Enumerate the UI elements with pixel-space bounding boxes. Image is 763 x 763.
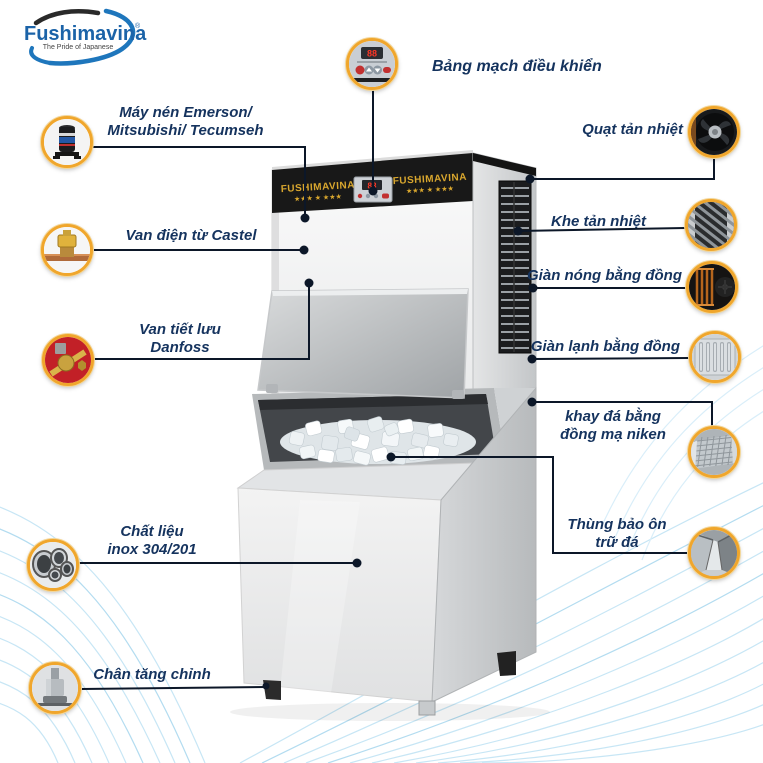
- control-board-photo: 88: [346, 38, 398, 90]
- label-expansion-valve: Van tiết lưu Danfoss: [139, 321, 221, 356]
- side-banner-edge: [473, 153, 536, 176]
- flap-hinge-right: [452, 390, 464, 399]
- label-control-board: Bảng mạch điều khiển: [432, 58, 602, 75]
- dot-inox: [352, 558, 362, 568]
- dot-fan: [525, 174, 535, 184]
- leader-ice-tray: [532, 401, 713, 426]
- brand-text-left: FUSHIMAVINA: [280, 180, 355, 195]
- solenoid-valve-icon: [44, 227, 90, 273]
- foot-front-center: [418, 700, 436, 716]
- logo-name: Fushimavina: [24, 23, 147, 45]
- copper-condenser-photo: [686, 261, 738, 313]
- label-inox: Chất liệu inox 304/201: [107, 523, 197, 558]
- copper-condenser-icon: [689, 264, 735, 310]
- label-compressor: Máy nén Emerson/ Mitsubishi/ Tecumseh: [107, 104, 264, 139]
- leader-expansion-valve: [94, 284, 310, 360]
- label-vent: Khe tản nhiệt: [550, 213, 646, 230]
- bin-front-sheen: [280, 500, 360, 700]
- dot-condenser: [528, 283, 538, 293]
- leader-vent: [517, 227, 686, 232]
- inox-pipes-icon: [30, 542, 76, 588]
- leveling-foot-photo: [29, 662, 81, 714]
- heat-vent-icon: [688, 202, 734, 248]
- leader-fan: [531, 158, 715, 180]
- flap-hinge-left: [266, 384, 278, 393]
- label-foot: Chân tăng chỉnh: [93, 666, 211, 683]
- expansion-valve-photo: [42, 334, 94, 386]
- inox-pipes-photo: [27, 539, 79, 591]
- cooling-fan-photo: [688, 106, 740, 158]
- expansion-valve-icon: [45, 337, 91, 383]
- brand-stars-left: ★★★ ★ ★★★: [294, 193, 342, 204]
- bin-side-panel: [431, 386, 537, 703]
- copper-evaporator-icon: [692, 334, 738, 380]
- control-board-icon: 88: [349, 41, 395, 87]
- label-ice-tray: khay đá bằng đồng mạ niken: [560, 408, 666, 443]
- dot-control-board: [368, 186, 378, 196]
- compressor-photo: [41, 116, 93, 168]
- logo-blue-swoosh-tail: [29, 46, 52, 65]
- copper-evaporator-photo: [689, 331, 741, 383]
- brand-stars-right: ★★★ ★ ★★★: [406, 185, 454, 196]
- brand-logo: Fushimavina ® The Pride of Japanese: [24, 8, 147, 66]
- dot-ice-tray: [527, 397, 537, 407]
- vent-grille: [498, 180, 532, 354]
- logo-blue-swoosh: [47, 8, 136, 66]
- dot-compressor: [300, 213, 310, 223]
- logo-black-swoosh: [33, 9, 101, 26]
- label-solenoid-valve: Van điện từ Castel: [125, 227, 257, 244]
- label-condenser: Giàn nóng bằng đồng: [527, 267, 682, 284]
- nickel-ice-tray-icon: [691, 429, 737, 475]
- bin-opening-shadow: [258, 394, 488, 410]
- heat-vent-photo: [685, 199, 737, 251]
- logo-tagline: The Pride of Japanese: [43, 44, 114, 51]
- icon-display-digits: 88: [367, 49, 377, 59]
- dot-expansion-valve: [304, 278, 314, 288]
- leader-foot: [80, 686, 267, 690]
- dot-vent: [513, 226, 523, 236]
- compressor-icon: [44, 119, 90, 165]
- flap-top-edge: [272, 289, 468, 296]
- label-storage-bin: Thùng bảo ôn trữ đá: [567, 516, 667, 551]
- dot-evaporator: [527, 354, 537, 364]
- label-evaporator: Giàn lạnh bằng đồng: [530, 338, 680, 355]
- ice-cubes: [280, 416, 476, 466]
- dot-solenoid-valve: [299, 245, 309, 255]
- logo-reg-mark: ®: [135, 22, 141, 30]
- leveling-foot-icon: [32, 665, 78, 711]
- solenoid-valve-photo: [41, 224, 93, 276]
- ice-storage-bin-photo: [688, 527, 740, 579]
- floor-shadow: [230, 703, 550, 721]
- leader-storage-bin: [391, 456, 688, 554]
- ice-storage-bin-icon: [691, 530, 737, 576]
- foot-right: [497, 651, 516, 676]
- nickel-ice-tray-photo: [688, 426, 740, 478]
- dot-foot: [262, 682, 270, 690]
- leader-evaporator: [532, 357, 690, 360]
- leader-compressor: [93, 146, 306, 217]
- cooling-fan-icon: [691, 109, 737, 155]
- brand-text-right: FUSHIMAVINA: [392, 172, 467, 187]
- label-fan: Quạt tản nhiệt: [582, 121, 683, 138]
- dot-storage-bin: [386, 452, 396, 462]
- open-flap-door: [257, 288, 469, 399]
